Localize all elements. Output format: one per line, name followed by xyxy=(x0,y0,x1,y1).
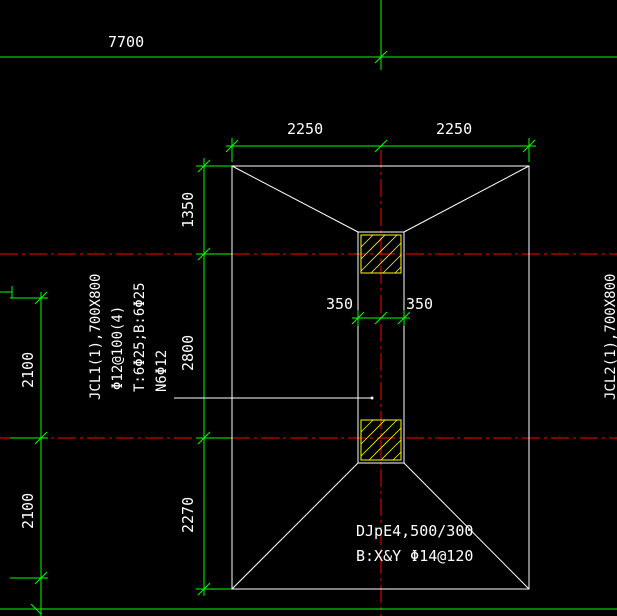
beam-label-jcl1[interactable]: JCL1(1),700X800 Φ12@100(4) T:6Φ25;B:6Φ25… xyxy=(88,274,170,400)
beam-label-line2: Φ12@100(4) xyxy=(110,306,126,390)
foundation-label[interactable]: DJpE4,500/300 B:X&Y Φ14@120 xyxy=(356,522,473,565)
foundation-base-rect xyxy=(231,165,530,590)
dimension-2100-lower-text: 2100 xyxy=(19,493,37,529)
beam-label-line3: T:6Φ25;B:6Φ25 xyxy=(132,282,148,392)
dimension-left-chain: 1350 2800 2270 xyxy=(179,158,232,596)
foundation-outline xyxy=(231,165,530,590)
beam-leader-dot xyxy=(370,396,374,400)
column-upper[interactable] xyxy=(360,234,402,274)
dimension-350-left-text: 350 xyxy=(326,295,353,313)
dimension-column-width: 350 350 xyxy=(326,295,433,326)
foundation-label-line1: DJpE4,500/300 xyxy=(356,522,473,540)
dimension-2250-right-text: 2250 xyxy=(436,120,472,138)
dimension-2100-upper-text: 2100 xyxy=(19,352,37,388)
foundation-label-line2: B:X&Y Φ14@120 xyxy=(356,547,473,565)
dimension-top-halves: 2250 2250 xyxy=(225,120,536,162)
dimension-far-left: 2100 2100 xyxy=(0,286,617,616)
dimension-2270-text: 2270 xyxy=(179,497,197,533)
dimension-top-overall: 7700 xyxy=(0,0,617,70)
dimension-7700-text: 7700 xyxy=(108,33,144,51)
axis-lines xyxy=(0,150,617,616)
dimension-2250-left-text: 2250 xyxy=(287,120,323,138)
beam-label-line4: N6Φ12 xyxy=(154,350,170,392)
foundation-pedestal-rect xyxy=(357,231,405,464)
dimension-1350-text: 1350 xyxy=(179,192,197,228)
column-lower[interactable] xyxy=(360,419,402,461)
beam-label-jcl2[interactable]: JCL2(1),700X800 xyxy=(603,274,617,400)
dimension-350-right-text: 350 xyxy=(406,295,433,313)
dimension-2800-text: 2800 xyxy=(179,335,197,371)
beam-label-line1: JCL1(1),700X800 xyxy=(88,274,104,400)
